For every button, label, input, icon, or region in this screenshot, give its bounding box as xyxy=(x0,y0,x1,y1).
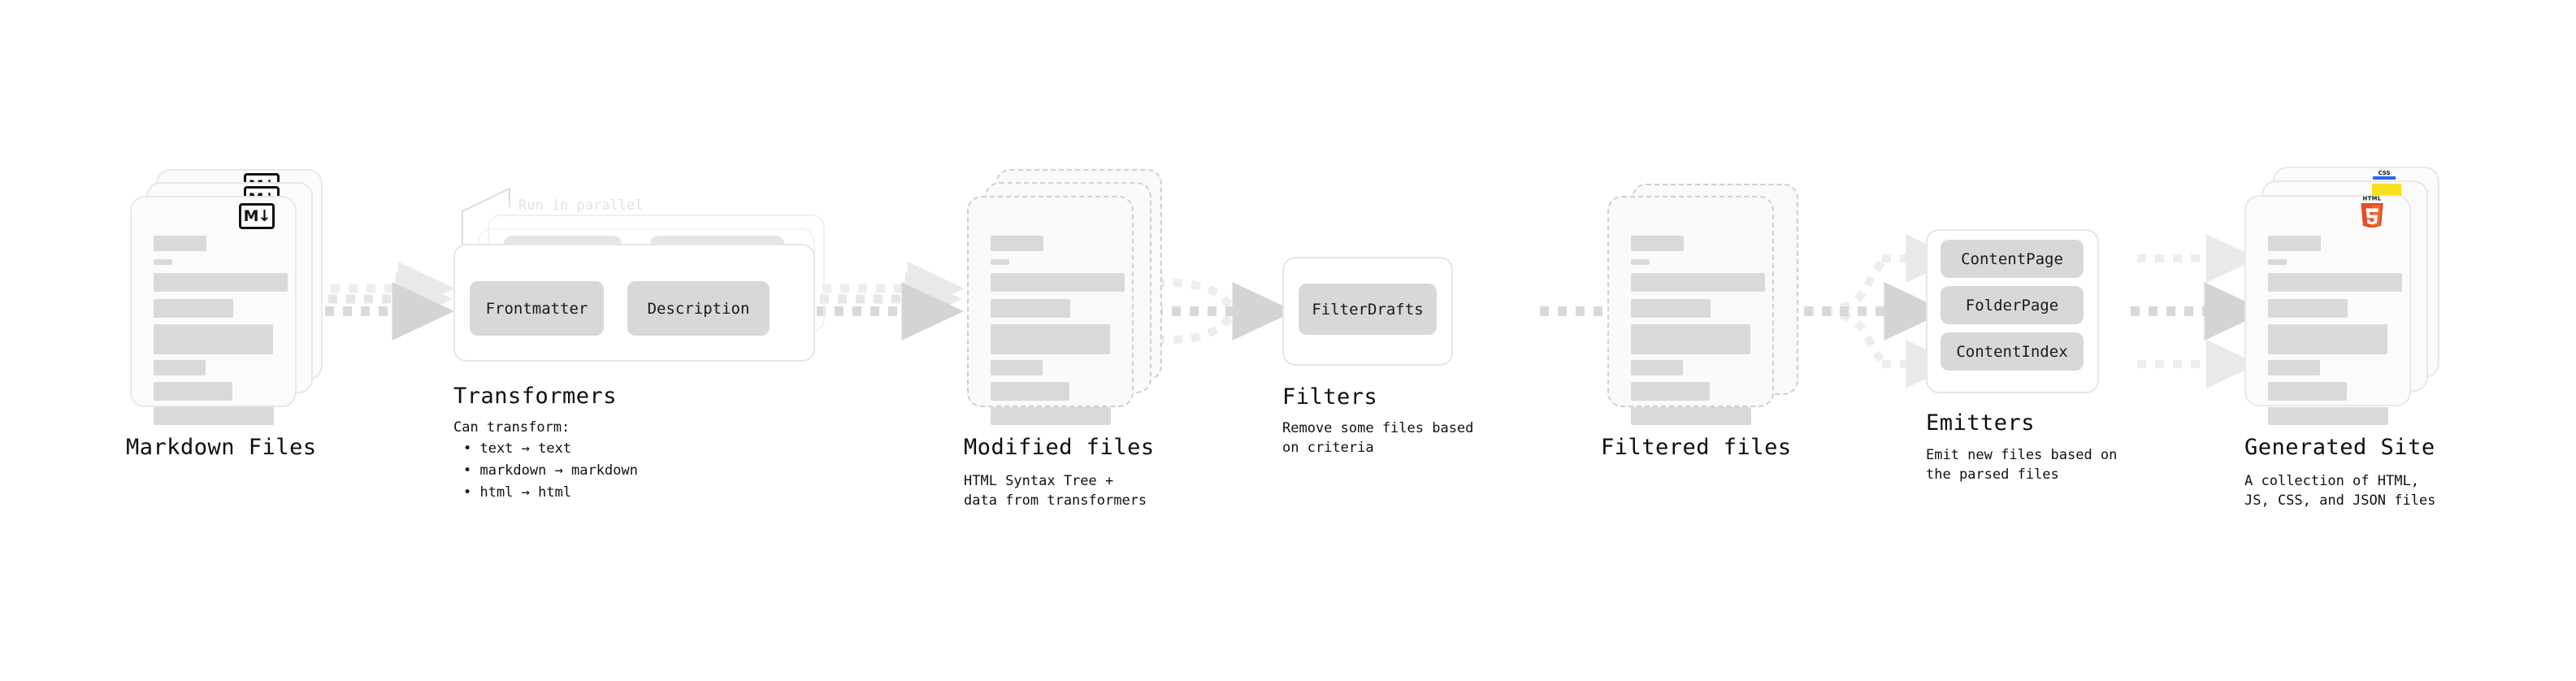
markdown-badge-front: M↓ xyxy=(239,203,275,229)
doc-bar xyxy=(154,360,206,375)
doc-bar xyxy=(1631,382,1710,401)
transformers-bullet-2: • html → html xyxy=(463,484,572,501)
doc-bar xyxy=(2268,360,2320,375)
doc-bar xyxy=(154,324,273,354)
doc-bar xyxy=(991,324,1110,354)
stage-title-modified-files: Modified files xyxy=(964,435,1155,460)
doc-bar xyxy=(154,273,288,292)
doc-bar xyxy=(2268,236,2321,251)
stage-title-markdown-files: Markdown Files xyxy=(126,435,317,460)
css-badge: CSS xyxy=(2372,170,2396,183)
stage-title-transformers: Transformers xyxy=(453,384,618,409)
doc-bar xyxy=(1631,236,1684,251)
doc-bar xyxy=(1631,299,1711,318)
doc-bar xyxy=(154,382,232,401)
transformer-chip-frontmatter[interactable]: Frontmatter xyxy=(470,281,604,336)
doc-bar xyxy=(991,259,1009,265)
doc-bar xyxy=(1631,259,1650,265)
doc-bar xyxy=(991,360,1043,375)
svg-text:HTML: HTML xyxy=(2363,195,2382,202)
stage-subtitle-generated-site: A collection of HTML, JS, CSS, and JSON … xyxy=(2244,473,2436,509)
doc-bar xyxy=(1631,407,1751,425)
doc-bar xyxy=(1631,273,1765,292)
doc-bar xyxy=(2268,273,2402,292)
filters-chip-filterdrafts[interactable]: FilterDrafts xyxy=(1299,284,1437,335)
stage-subtitle-filters: Remove some files based on criteria xyxy=(1282,420,1474,456)
stage-subtitle-transformers: Can transform: xyxy=(453,419,570,436)
doc-bar xyxy=(154,407,274,425)
doc-bar xyxy=(2268,259,2287,265)
doc-bar xyxy=(991,236,1043,251)
arrow-emitters-to-site xyxy=(2131,234,2267,388)
run-in-parallel-label: Run in parallel xyxy=(518,197,644,214)
filtered-file-card-front xyxy=(1607,196,1774,425)
stage-subtitle-emitters: Emit new files based on the parsed files xyxy=(1926,447,2118,483)
doc-bar xyxy=(991,407,1111,425)
doc-bar xyxy=(154,259,172,265)
stage-title-generated-site: Generated Site xyxy=(2244,435,2435,460)
transformers-bullet-0: • text → text xyxy=(463,440,572,457)
doc-bar xyxy=(991,299,1070,318)
stage-title-emitters: Emitters xyxy=(1926,410,2036,436)
arrow-filtered-to-emitters xyxy=(1786,234,1958,388)
css-badge-underline xyxy=(2373,176,2396,180)
markdown-file-card-front xyxy=(130,196,297,425)
doc-bar xyxy=(1631,324,1750,354)
emitters-chip-contentindex[interactable]: ContentIndex xyxy=(1941,332,2084,371)
js-badge xyxy=(2372,184,2401,198)
modified-file-card-front xyxy=(967,196,1134,425)
doc-bar xyxy=(2268,382,2347,401)
arrow-transformers-to-modified xyxy=(817,262,965,340)
doc-bar xyxy=(991,382,1069,401)
doc-bar xyxy=(154,299,233,318)
doc-bar xyxy=(154,236,206,251)
doc-bar xyxy=(2268,299,2348,318)
stage-title-filters: Filters xyxy=(1282,384,1378,410)
stage-title-filtered-files: Filtered files xyxy=(1601,435,1792,460)
doc-bar xyxy=(2268,324,2387,354)
css-badge-label: CSS xyxy=(2378,170,2391,176)
doc-bar xyxy=(2268,407,2388,425)
doc-bar xyxy=(991,273,1125,292)
site-file-card-html xyxy=(2244,195,2411,425)
emitters-chip-contentpage[interactable]: ContentPage xyxy=(1941,240,2084,278)
transformers-bullet-1: • markdown → markdown xyxy=(463,462,638,479)
doc-bar xyxy=(1631,360,1683,375)
emitters-chip-folderpage[interactable]: FolderPage xyxy=(1941,286,2084,324)
html5-badge: HTML xyxy=(2358,195,2386,228)
transformer-chip-description[interactable]: Description xyxy=(627,281,770,336)
stage-subtitle-modified-files: HTML Syntax Tree + data from transformer… xyxy=(964,473,1147,509)
